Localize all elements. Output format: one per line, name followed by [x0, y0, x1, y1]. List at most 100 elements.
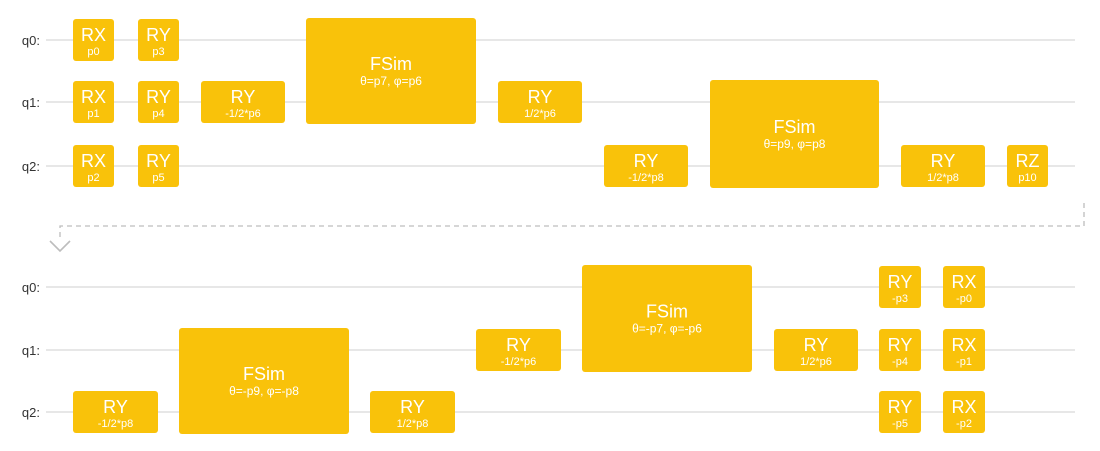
- gate-param: p10: [1018, 172, 1036, 184]
- gate-box: [73, 19, 114, 61]
- gate-name: RY: [146, 87, 171, 107]
- gate-name: RX: [951, 272, 976, 292]
- gate-param: p5: [152, 172, 164, 184]
- gate-name: FSim: [243, 364, 285, 384]
- gate-name: FSim: [370, 54, 412, 74]
- gate-ry-1-2-p6[interactable]: RY1/2*p6: [774, 329, 858, 371]
- gate-param: 1/2*p6: [800, 356, 832, 368]
- gate-box: [370, 391, 455, 433]
- gate-param: -1/2*p8: [98, 418, 133, 430]
- gate-rx-p1[interactable]: RX-p1: [943, 329, 985, 371]
- gate-ry-1-2-p8[interactable]: RY-1/2*p8: [604, 145, 688, 187]
- gate-name: RY: [103, 397, 128, 417]
- gate-box: [879, 391, 921, 433]
- gate-param: -1/2*p6: [225, 108, 260, 120]
- gate-param: -p1: [956, 356, 972, 368]
- gate-param: 1/2*p8: [397, 418, 429, 430]
- gate-rx-p2[interactable]: RX-p2: [943, 391, 985, 433]
- gate-box: [306, 18, 476, 124]
- gate-box: [943, 329, 985, 371]
- gate-ry-1-2-p6[interactable]: RY-1/2*p6: [201, 81, 285, 123]
- gate-name: RY: [146, 151, 171, 171]
- gate-ry-1-2-p8[interactable]: RY1/2*p8: [370, 391, 455, 433]
- gate-ry-1-2-p6[interactable]: RY-1/2*p6: [476, 329, 561, 371]
- gate-param: -p4: [892, 356, 908, 368]
- gate-param: -p3: [892, 293, 908, 305]
- gate-ry-1-2-p8[interactable]: RY-1/2*p8: [73, 391, 158, 433]
- gate-param: p3: [152, 46, 164, 58]
- gate-box: [604, 145, 688, 187]
- gate-name: RX: [81, 25, 106, 45]
- gate-name: RX: [951, 397, 976, 417]
- gate-param: p4: [152, 108, 164, 120]
- dashed-connector-line: [59, 203, 1085, 240]
- qubit-label-q0: q0:: [22, 280, 40, 295]
- gate-param: 1/2*p6: [524, 108, 556, 120]
- gate-param: θ=-p7, φ=-p6: [632, 322, 702, 336]
- gate-rx-p0[interactable]: RX-p0: [943, 266, 985, 308]
- gate-name: RY: [931, 151, 956, 171]
- gate-name: RY: [400, 397, 425, 417]
- gate-name: RY: [231, 87, 256, 107]
- gate-param: -p5: [892, 418, 908, 430]
- gate-param: -p0: [956, 293, 972, 305]
- gate-name: RZ: [1016, 151, 1040, 171]
- qubit-label-q0: q0:: [22, 33, 40, 48]
- gate-name: RY: [888, 335, 913, 355]
- gate-ry-p5[interactable]: RY-p5: [879, 391, 921, 433]
- gate-param: -1/2*p6: [501, 356, 536, 368]
- gate-ry-1-2-p8[interactable]: RY1/2*p8: [901, 145, 985, 187]
- gate-box: [774, 329, 858, 371]
- gate-name: RX: [951, 335, 976, 355]
- gate-box: [582, 265, 752, 372]
- gate-name: RY: [146, 25, 171, 45]
- gate-param: θ=p7, φ=p6: [360, 74, 422, 88]
- gate-ry-p3[interactable]: RY-p3: [879, 266, 921, 308]
- gate-name: RY: [528, 87, 553, 107]
- gate-box: [73, 145, 114, 187]
- gate-name: FSim: [646, 302, 688, 322]
- qubit-label-q2: q2:: [22, 405, 40, 420]
- gate-param: 1/2*p8: [927, 172, 959, 184]
- gate-box: [138, 19, 179, 61]
- gate-param: θ=p9, φ=p8: [764, 137, 826, 151]
- gate-box: [138, 145, 179, 187]
- gate-param: p2: [87, 172, 99, 184]
- gate-box: [73, 391, 158, 433]
- gate-name: RY: [888, 397, 913, 417]
- qubit-label-q1: q1:: [22, 95, 40, 110]
- gate-box: [879, 329, 921, 371]
- qubit-label-q2: q2:: [22, 159, 40, 174]
- gate-name: RY: [804, 335, 829, 355]
- chevron-down-icon: [49, 240, 71, 253]
- gate-box: [879, 266, 921, 308]
- gate-param: -1/2*p8: [628, 172, 663, 184]
- gate-box: [73, 81, 114, 123]
- qubit-label-q1: q1:: [22, 343, 40, 358]
- gate-name: RY: [888, 272, 913, 292]
- gate-box: [179, 328, 349, 434]
- gate-param: p0: [87, 46, 99, 58]
- gate-ry-1-2-p6[interactable]: RY1/2*p6: [498, 81, 582, 123]
- gate-box: [710, 80, 879, 188]
- gate-box: [201, 81, 285, 123]
- section-continuation-connector: [49, 203, 1085, 253]
- gate-name: RY: [634, 151, 659, 171]
- gate-param: -p2: [956, 418, 972, 430]
- gate-box: [476, 329, 561, 371]
- gate-box: [943, 266, 985, 308]
- gate-ry-p4[interactable]: RY-p4: [879, 329, 921, 371]
